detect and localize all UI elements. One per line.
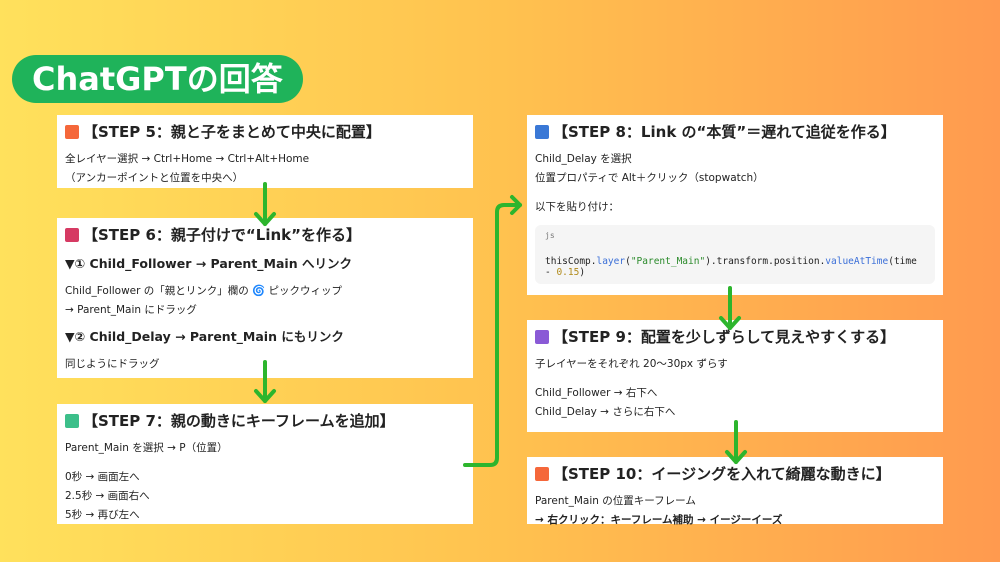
step9-card: 【STEP 9：配置を少しずらして見えやすくする】 子レイヤーをそれぞれ 20〜… [527,320,943,432]
code-text: thisComp.layer("Parent_Main").transform.… [545,256,917,278]
blue-square-icon [535,124,549,139]
step7-line: 2.5秒 → 画面右へ [65,490,150,502]
step10-title: 【STEP 10：イージングを入れて綺麗な動きに】 [553,465,891,483]
step6-title: 【STEP 6：親子付けで“Link”を作る】 [83,226,362,244]
step5-line: 全レイヤー選択 → Ctrl+Home → Ctrl+Alt+Home [65,153,310,165]
green-square-icon [65,413,79,428]
step7-line: 5秒 → 再び左へ [65,509,140,521]
step6-card: 【STEP 6：親子付けで“Link”を作る】 ▼① Child_Followe… [57,218,473,378]
code-block[interactable]: js thisComp.layer("Parent_Main").transfo… [535,225,935,284]
step8-line: 位置プロパティで Alt＋クリック（stopwatch） [535,172,764,184]
step8-line: Child_Delay を選択 [535,153,632,165]
step6-sub1: ▼① Child_Follower → Parent_Main へリンク [65,256,352,271]
step9-title: 【STEP 9：配置を少しずらして見えやすくする】 [553,328,896,346]
purple-square-icon [535,329,549,344]
step7-line: Parent_Main を選択 → P（位置） [65,442,228,454]
step8-line: 以下を貼り付け： [535,201,619,213]
step6-line: 同じようにドラッグ [65,358,160,370]
red-square-icon [65,227,79,242]
orange-square-icon [535,466,549,481]
step6-line: Child_Follower の「親とリンク」欄の 🌀 ピックウィップ [65,285,343,297]
step7-card: 【STEP 7：親の動きにキーフレームを追加】 Parent_Main を選択 … [57,404,473,524]
step10-line: Parent_Main の位置キーフレーム [535,495,696,507]
step9-line: Child_Delay → さらに右下へ [535,406,676,418]
step10-line: → 右クリック：キーフレーム補助 → イージーイーズ [535,514,783,526]
step5-title: 【STEP 5：親と子をまとめて中央に配置】 [83,123,381,141]
page-title: ChatGPTの回答 [12,55,303,103]
step9-line: Child_Follower → 右下へ [535,387,658,399]
orange-square-icon [65,124,79,139]
step7-line: 0秒 → 画面左へ [65,471,140,483]
step9-line: 子レイヤーをそれぞれ 20〜30px ずらす [535,358,728,370]
step5-card: 【STEP 5：親と子をまとめて中央に配置】 全レイヤー選択 → Ctrl+Ho… [57,115,473,188]
step6-line: → Parent_Main にドラッグ [65,304,197,316]
step10-card: 【STEP 10：イージングを入れて綺麗な動きに】 Parent_Main の位… [527,457,943,526]
arrow-connector-icon [463,195,522,467]
step8-card: 【STEP 8：Link の“本質”＝遅れて追従を作る】 Child_Delay… [527,115,943,295]
step7-title: 【STEP 7：親の動きにキーフレームを追加】 [83,412,395,430]
step8-title: 【STEP 8：Link の“本質”＝遅れて追従を作る】 [553,123,896,141]
step6-sub2: ▼② Child_Delay → Parent_Main にもリンク [65,329,344,344]
step5-line: （アンカーポイントと位置を中央へ） [65,172,244,184]
code-language: js [545,231,555,240]
